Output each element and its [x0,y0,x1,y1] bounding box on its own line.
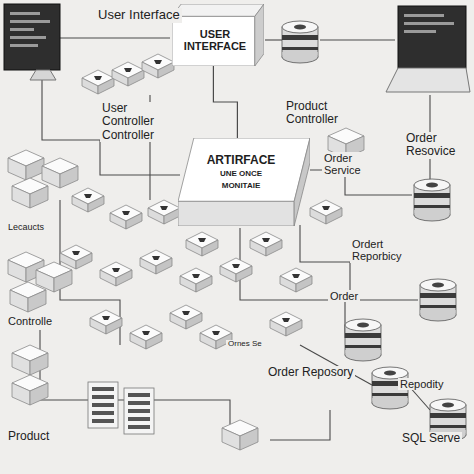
module-tile [250,232,282,256]
module-tile [142,54,174,78]
module-tile [148,200,180,224]
server-box [12,375,48,405]
monitor-stand [30,70,56,80]
database-cylinder [345,319,381,361]
screen-line [10,20,50,23]
module-tile [100,262,132,286]
module-tile [140,250,172,274]
component-label: Order Resovice [404,132,470,159]
box-body: USER INTERFACE [172,4,264,66]
module-tile [170,305,202,329]
screen-line [404,22,454,25]
wire [320,39,395,40]
wire [265,39,282,40]
small-modules [60,54,364,349]
module-tile [186,232,218,256]
module-tile [60,245,92,269]
server-box [222,420,258,450]
module-tile [180,268,212,292]
server-box [12,345,48,375]
interface-box: USER INTERFACE [172,4,264,66]
box-face [172,4,264,16]
component-label: Repodity [398,378,445,390]
wire [240,228,345,338]
screen-line [10,12,40,15]
desktop-monitor [4,4,60,80]
box-face [172,16,255,66]
component-label: Order [328,290,360,302]
module-tile [112,62,144,86]
module-tile [130,325,162,349]
box-body: ARTIRFACE UNE ONCE MONITAIE [178,138,310,226]
component-label: Order Service [322,152,382,177]
laptop-screen [398,6,466,68]
wire [60,37,170,38]
box-face [255,4,264,66]
laptop-base [386,68,470,92]
server-rack [88,382,118,428]
module-tile [110,205,142,229]
module-tile [310,200,342,224]
component-label: Ordert Reporbicy [350,238,428,263]
wire [270,410,330,440]
screen-line [10,28,34,31]
module-tile [82,70,114,94]
connector-lines [40,38,430,440]
component-label: User Interface [96,8,182,23]
component-label: Product Controller [284,100,368,127]
component-label: SQL Serve [400,432,462,445]
server-box [8,150,44,180]
module-tile [220,258,252,282]
box-title: USER INTERFACE [176,28,254,52]
module-tile [270,312,302,336]
screen-line [10,36,46,39]
box-subtitle: UNE ONCE [220,170,262,179]
component-label: User Controller Controller [100,102,180,142]
box-title: ARTIRFACE [207,154,276,167]
server-box [10,282,46,312]
server-box [12,178,48,208]
component-label: Order Reposory [266,366,355,379]
server-rack [124,388,154,434]
module-tile [280,268,312,292]
box-face [178,138,310,201]
component-label: Ornes Se [226,340,264,349]
module-tile [90,310,122,334]
module-tile [72,188,104,212]
connector-line [213,66,237,138]
box-face [294,138,310,226]
server-box [42,158,78,188]
server-box [36,262,72,292]
laptop [386,6,470,92]
screen-line [10,44,38,47]
component-label: Product [6,430,51,443]
database-cylinder [282,21,318,63]
screen-line [404,14,444,17]
box-face [178,201,294,226]
monitor-screen [4,4,60,70]
core-box: ARTIRFACE UNE ONCE MONITAIE [178,138,310,226]
connector [213,66,237,138]
screen-line [404,30,436,33]
box-subtitle: MONITAIE [222,182,261,191]
database-cylinder [414,179,450,221]
database-cylinder [420,279,456,321]
component-label: Lecaucts [6,222,46,232]
component-label: Controlle [6,315,54,327]
